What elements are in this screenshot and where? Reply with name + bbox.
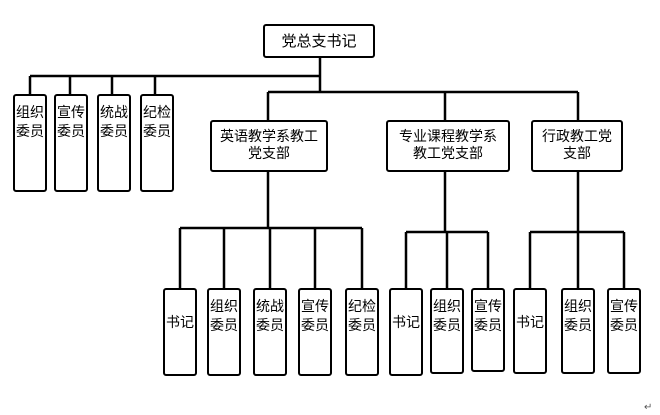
member-label: 纪检委员 bbox=[348, 299, 376, 334]
branch-node: 行政教工党支部 bbox=[531, 120, 623, 172]
branch-label: 专业课程教学系教工党支部 bbox=[399, 128, 497, 163]
member-node: 统战委员 bbox=[253, 288, 287, 376]
committee-node: 统战委员 bbox=[97, 94, 131, 192]
member-node: 宣传委员 bbox=[298, 288, 332, 376]
committee-node: 纪检委员 bbox=[140, 94, 174, 192]
member-node: 组织委员 bbox=[207, 288, 241, 376]
branch-node: 专业课程教学系教工党支部 bbox=[386, 120, 510, 172]
member-label: 统战委员 bbox=[256, 299, 284, 334]
member-label: 书记 bbox=[166, 315, 194, 331]
connector bbox=[266, 92, 580, 120]
member-label: 书记 bbox=[516, 315, 544, 331]
member-label: 组织委员 bbox=[564, 299, 592, 334]
member-node: 组织委员 bbox=[430, 288, 464, 374]
committee-label: 宣传委员 bbox=[57, 105, 85, 140]
connector bbox=[178, 228, 364, 288]
member-label: 宣传委员 bbox=[474, 299, 502, 334]
committee-node: 组织委员 bbox=[13, 94, 47, 192]
paragraph-mark: ↵ bbox=[644, 402, 653, 413]
member-node: 组织委员 bbox=[561, 288, 595, 374]
connector bbox=[28, 76, 157, 94]
branch-node: 英语教学系教工党支部 bbox=[210, 120, 328, 172]
branch-label: 行政教工党支部 bbox=[542, 128, 612, 163]
member-node: 宣传委员 bbox=[607, 288, 641, 374]
root-label: 党总支书记 bbox=[281, 31, 357, 50]
member-label: 宣传委员 bbox=[610, 299, 638, 334]
member-label: 宣传委员 bbox=[301, 299, 329, 334]
committee-node: 宣传委员 bbox=[54, 94, 88, 192]
member-label: 组织委员 bbox=[210, 299, 238, 334]
member-node: 纪检委员 bbox=[345, 288, 379, 376]
member-label: 组织委员 bbox=[433, 299, 461, 334]
member-label: 书记 bbox=[392, 315, 420, 331]
member-node: 书记 bbox=[163, 288, 197, 376]
root-node: 党总支书记 bbox=[263, 24, 375, 58]
branch-label: 英语教学系教工党支部 bbox=[220, 128, 318, 163]
member-node: 书记 bbox=[513, 288, 547, 374]
connector bbox=[404, 232, 490, 288]
committee-label: 统战委员 bbox=[100, 105, 128, 140]
committee-label: 组织委员 bbox=[16, 105, 44, 140]
committee-label: 纪检委员 bbox=[143, 105, 171, 140]
connector bbox=[528, 232, 626, 288]
member-node: 宣传委员 bbox=[471, 288, 505, 372]
member-node: 书记 bbox=[389, 288, 423, 376]
